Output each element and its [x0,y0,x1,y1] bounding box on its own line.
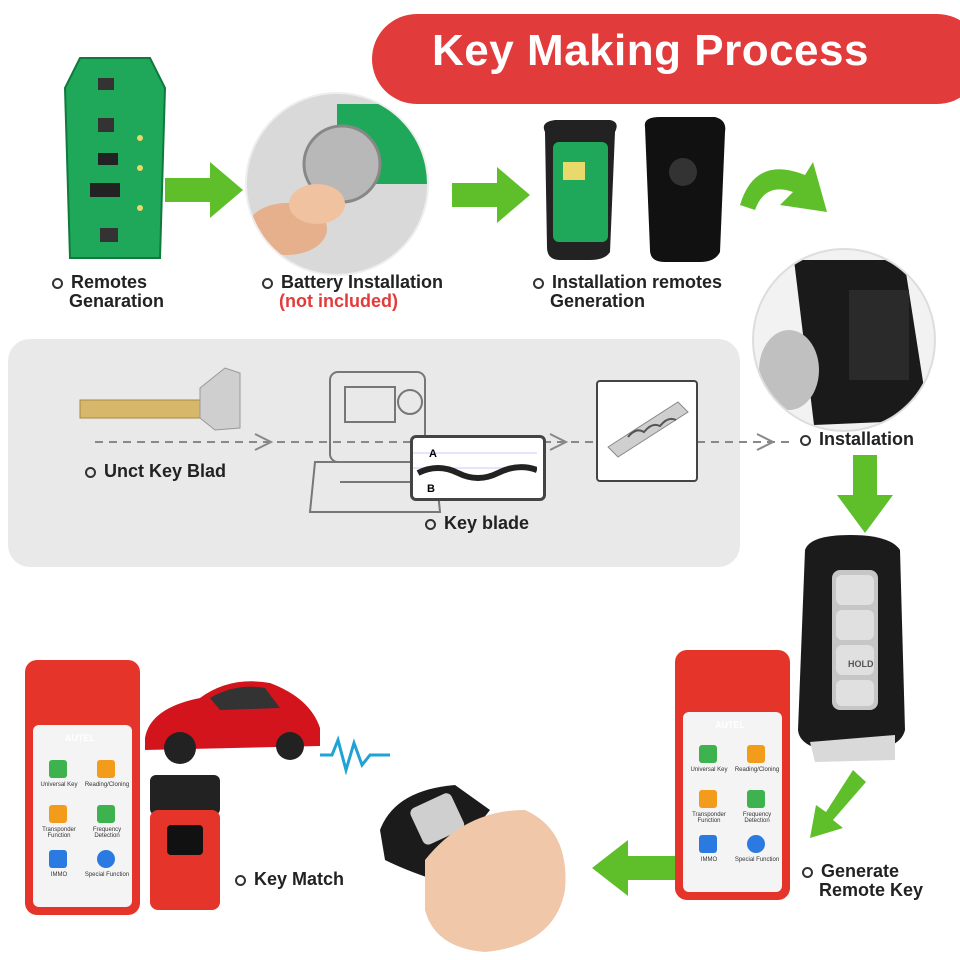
bullet-icon [52,277,63,289]
tile-label: Frequency Detection [92,827,122,839]
tile-label: IMMO [50,872,68,878]
reading-cloning-icon[interactable] [97,760,115,778]
key-cutting-machine-image [308,371,442,513]
generate-remote-key-label: Generate Remote Key [802,862,923,900]
hand-holding-key-image [380,785,566,952]
left-arrow-icon [592,840,675,896]
reading-cloning-icon[interactable] [747,745,765,763]
uncut-key-blade-image [79,367,241,431]
down-left-arrow-icon [810,770,866,838]
key-match-label: Key Match [235,870,344,889]
tile-label: Transponder Function [42,827,76,839]
universal-key-icon[interactable] [699,745,717,763]
smart-key-fob-image: HOLD [798,535,905,762]
installation-remotes-label: Installation remotes Generation [533,273,722,311]
device-brand: AUTEL [715,720,745,730]
key-blade-chart: A B [410,435,546,501]
transponder-icon[interactable] [49,805,67,823]
immo-icon[interactable] [699,835,717,853]
battery-installation-label: Battery Installation (not included) [262,273,443,311]
red-car-image [145,681,320,764]
frequency-icon[interactable] [97,805,115,823]
uncut-key-blade-label: Unct Key Blad [85,462,226,481]
key-blade-label: Key blade [425,514,529,533]
bullet-icon [533,277,544,289]
page-title: Key Making Process [432,26,869,75]
autel-device-right: AUTEL Universal Key Reading/Cloning Tran… [675,650,790,900]
immo-icon[interactable] [49,850,67,868]
special-function-icon[interactable] [747,835,765,853]
universal-key-icon[interactable] [49,760,67,778]
tile-label: IMMO [700,857,718,863]
device-app-grid: Universal Key Reading/Cloning Transponde… [35,750,130,900]
right-arrow-icon [165,162,243,218]
bullet-icon [235,874,246,886]
tile-label: Reading/Cloning [84,782,130,788]
bullet-icon [425,518,436,530]
bullet-icon [85,466,96,478]
battery-installation-image [245,92,429,276]
tile-label: Universal Key [40,782,78,788]
tile-label: Special Function [734,857,780,863]
tile-label: Transponder Function [692,812,726,824]
blade-mark-b: B [427,483,435,495]
device-brand: AUTEL [65,733,95,743]
tile-label: Special Function [84,872,130,878]
bullet-icon [262,277,273,289]
remotes-generation-label: Remotes Genaration [52,273,164,311]
device-app-grid: Universal Key Reading/Cloning Transponde… [685,735,780,885]
special-function-icon[interactable] [97,850,115,868]
tile-label: Universal Key [690,767,728,773]
autel-device-left: AUTEL Universal Key Reading/Cloning Tran… [25,660,140,915]
signal-icon [320,735,390,775]
bullet-icon [802,866,813,878]
blade-mark-a: A [429,448,437,460]
installation-label: Installation [800,430,914,449]
obd-dongle-image [150,775,220,910]
title-banner [372,14,960,104]
remote-shell-image [543,117,726,262]
installation-image [752,248,936,432]
down-arrow-icon [837,455,893,533]
curved-arrow-icon [740,162,827,212]
cut-key-blade-image [596,380,698,482]
hold-label: HOLD [848,659,874,669]
pcb-board-image [63,57,167,259]
right-arrow-icon [452,167,530,223]
frequency-icon[interactable] [747,790,765,808]
transponder-icon[interactable] [699,790,717,808]
tile-label: Reading/Cloning [734,767,780,773]
tile-label: Frequency Detection [742,812,772,824]
bullet-icon [800,434,811,446]
